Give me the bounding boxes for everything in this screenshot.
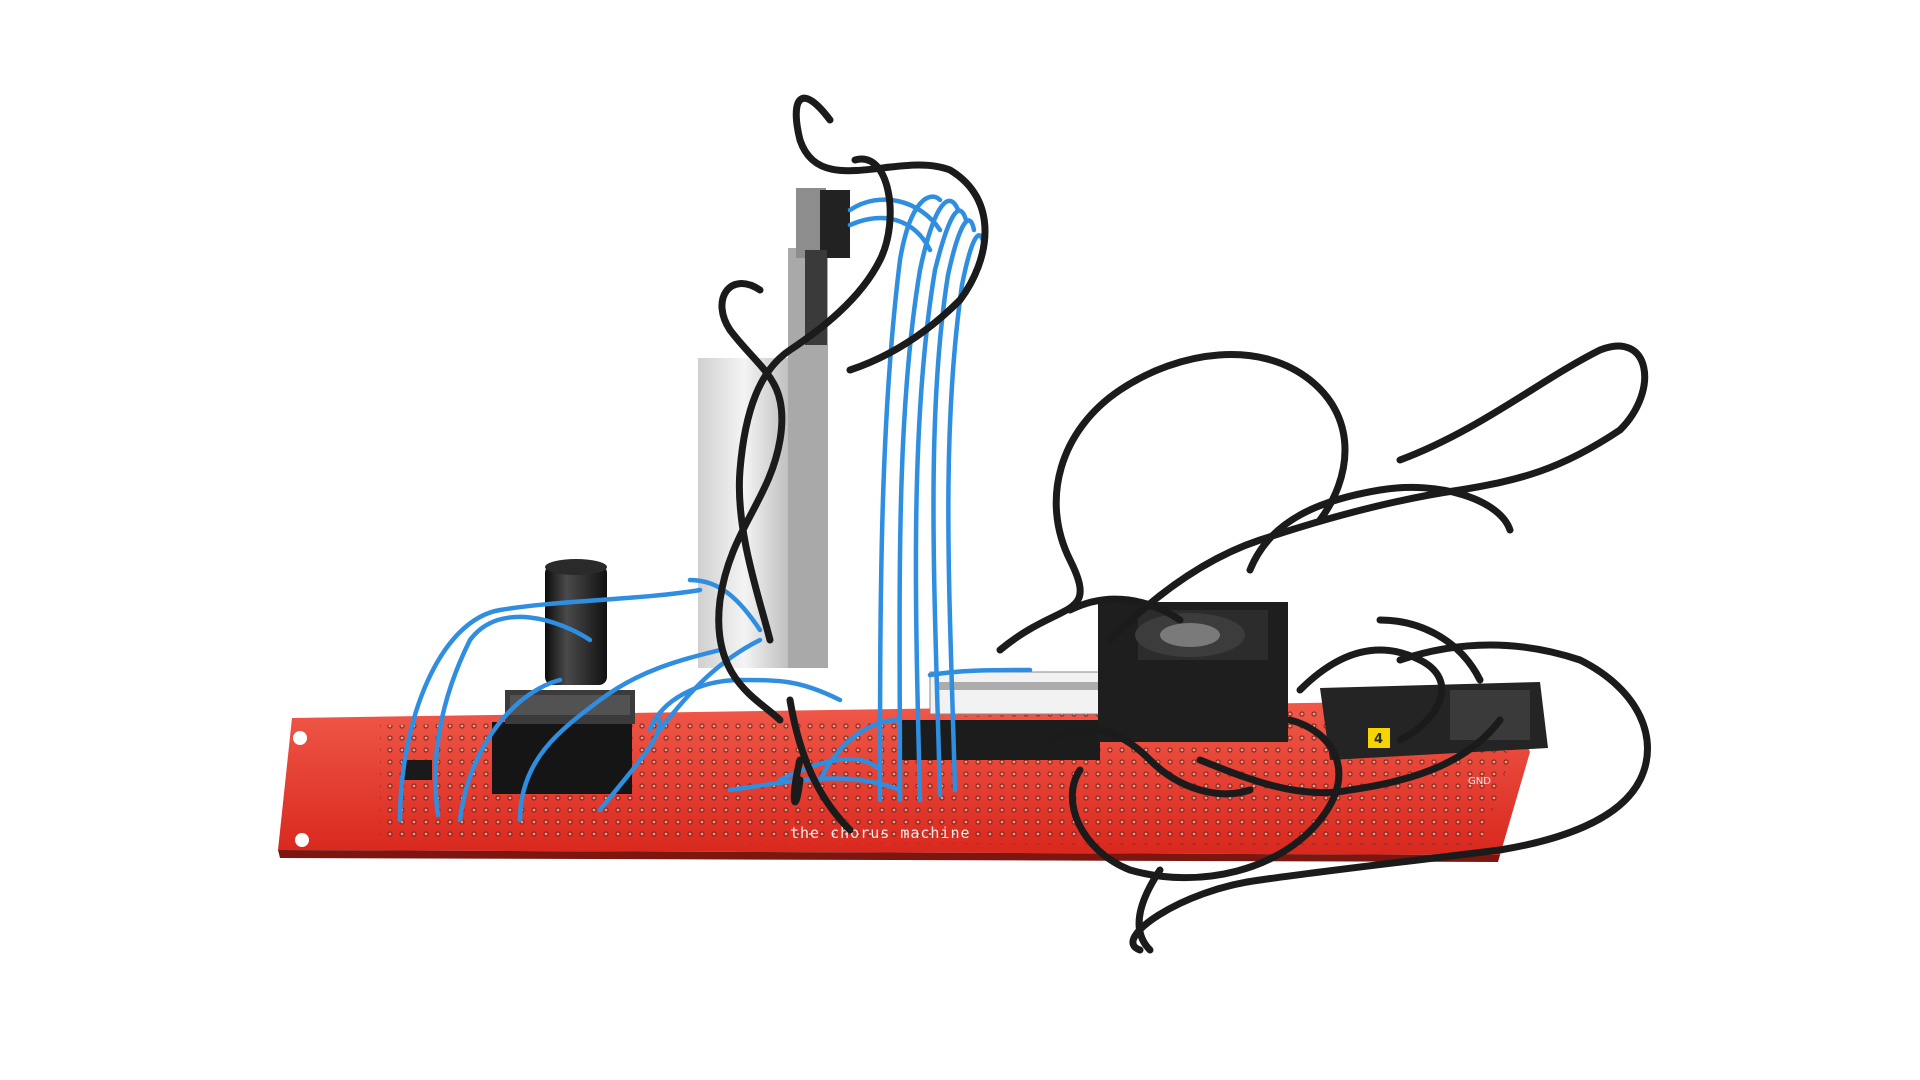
module-badge: 4 — [1374, 732, 1383, 747]
dip-chip — [492, 690, 635, 794]
small-ic — [402, 760, 432, 780]
module-badge-bg — [1368, 728, 1390, 748]
black-cables — [715, 94, 1651, 954]
mount-hole — [295, 833, 309, 847]
electrolytic-capacitor — [545, 559, 607, 685]
vertical-panel — [698, 188, 850, 668]
board-label: the chorus machine — [790, 824, 971, 842]
blue-wires — [397, 194, 1033, 823]
mount-hole — [293, 731, 307, 745]
connector-label: GND — [1468, 776, 1491, 787]
